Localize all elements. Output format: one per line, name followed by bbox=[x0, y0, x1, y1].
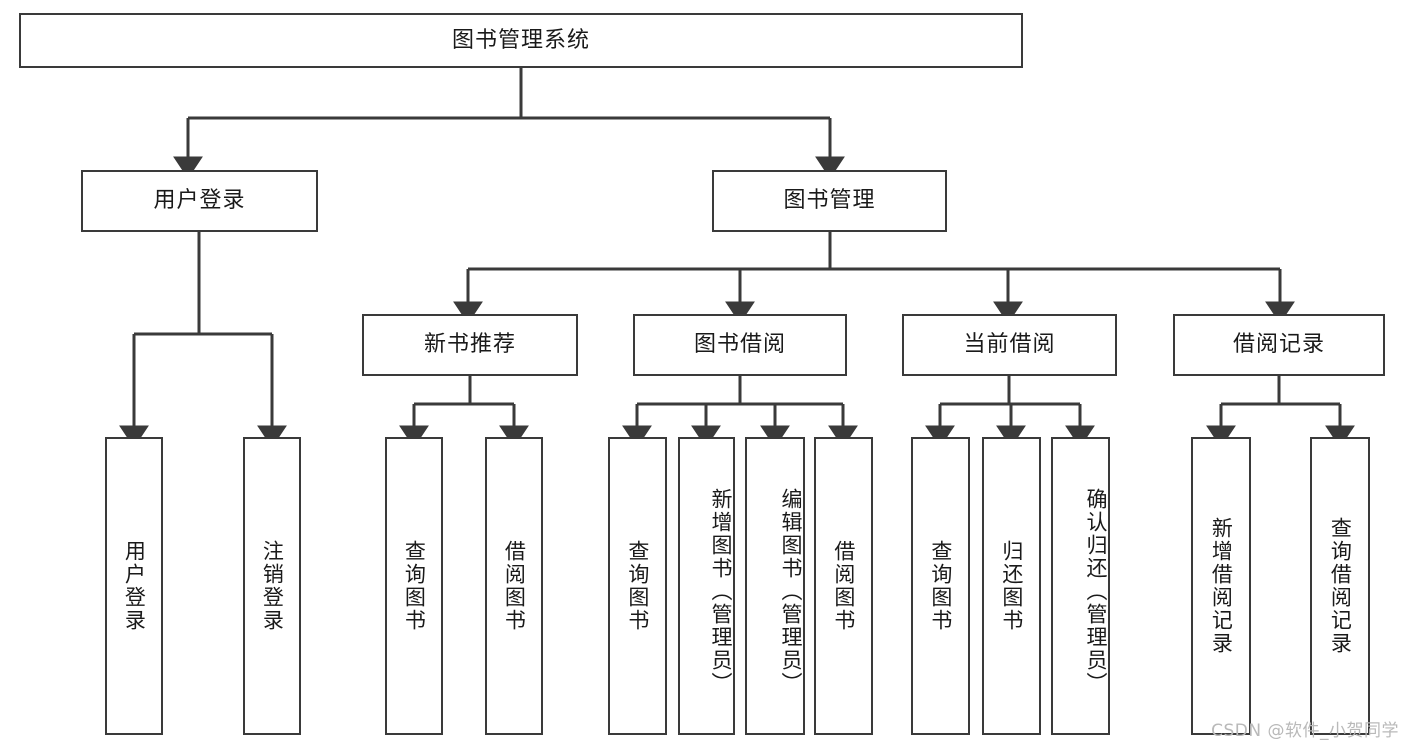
leaf-borrow-book-recommend[interactable]: 借阅图书 bbox=[485, 437, 543, 735]
leaf-user-logout[interactable]: 注销登录 bbox=[243, 437, 301, 735]
node-book-management[interactable]: 图书管理 bbox=[712, 170, 947, 232]
leaf-confirm-return-admin[interactable]: 确认归还（管理员） bbox=[1051, 437, 1110, 735]
node-new-book-recommend[interactable]: 新书推荐 bbox=[362, 314, 578, 376]
leaf-query-book-borrow[interactable]: 查询图书 bbox=[608, 437, 667, 735]
leaf-query-borrow-record[interactable]: 查询借阅记录 bbox=[1310, 437, 1370, 735]
leaf-query-book-current[interactable]: 查询图书 bbox=[911, 437, 970, 735]
node-current-borrow[interactable]: 当前借阅 bbox=[902, 314, 1117, 376]
leaf-add-borrow-record[interactable]: 新增借阅记录 bbox=[1191, 437, 1251, 735]
leaf-user-login[interactable]: 用户登录 bbox=[105, 437, 163, 735]
leaf-return-book[interactable]: 归还图书 bbox=[982, 437, 1041, 735]
node-borrow-records[interactable]: 借阅记录 bbox=[1173, 314, 1385, 376]
leaf-borrow-book[interactable]: 借阅图书 bbox=[814, 437, 873, 735]
node-book-borrow[interactable]: 图书借阅 bbox=[633, 314, 847, 376]
leaf-query-book-recommend[interactable]: 查询图书 bbox=[385, 437, 443, 735]
node-root[interactable]: 图书管理系统 bbox=[19, 13, 1023, 68]
node-user-login[interactable]: 用户登录 bbox=[81, 170, 318, 232]
leaf-add-book-admin[interactable]: 新增图书（管理员） bbox=[678, 437, 735, 735]
leaf-edit-book-admin[interactable]: 编辑图书（管理员） bbox=[745, 437, 805, 735]
